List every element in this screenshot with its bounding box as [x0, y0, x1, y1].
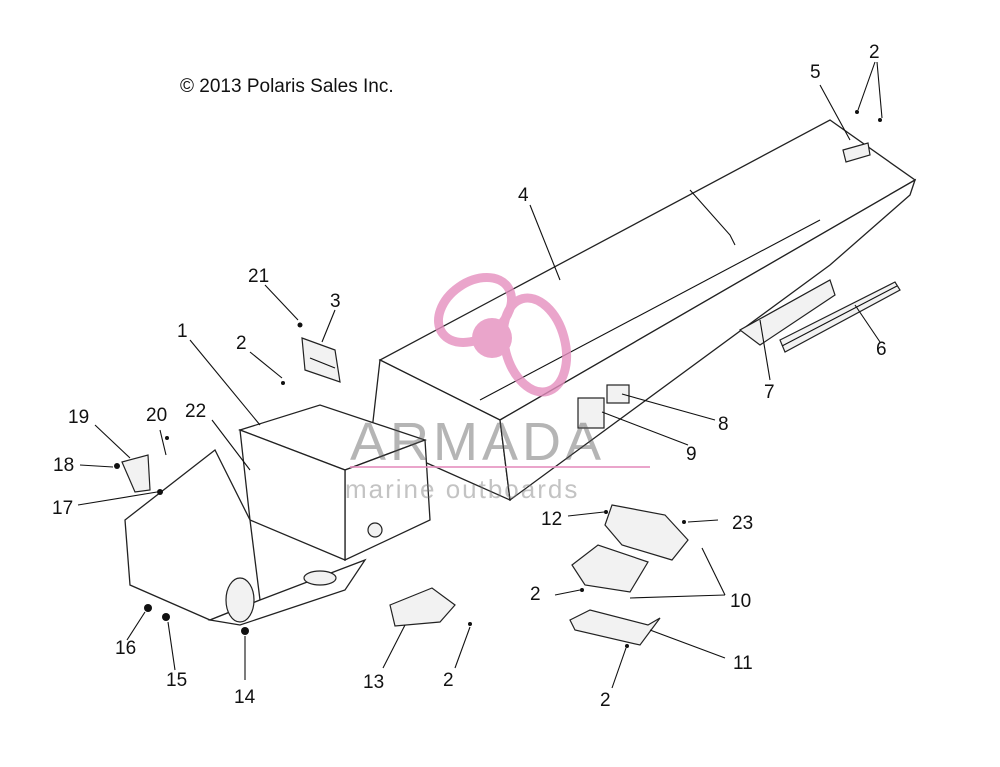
callout-16: 16 [115, 638, 136, 659]
watermark-brand: ARMADA [350, 412, 605, 472]
watermark-tagline: marine outboards [345, 474, 579, 504]
fasteners [114, 110, 882, 648]
callout-15: 15 [166, 670, 187, 691]
heat-shield-part [571, 504, 689, 593]
callout-19: 19 [68, 407, 89, 428]
bulkhead-part [124, 404, 431, 626]
callout-2: 2 [530, 584, 541, 605]
callout-23: 23 [732, 513, 753, 534]
callout-4: 4 [518, 185, 529, 206]
callout-12: 12 [541, 509, 562, 530]
callout-13: 13 [363, 672, 384, 693]
rear-brace-part [738, 279, 836, 346]
propeller-logo-icon [434, 273, 572, 397]
callout-20: 20 [146, 405, 167, 426]
callout-21: 21 [248, 266, 269, 287]
leader-lines [77, 61, 883, 689]
callout-2: 2 [443, 670, 454, 691]
lower-bracket-part [569, 609, 661, 646]
callout-3: 3 [330, 291, 341, 312]
copyright-text: © 2013 Polaris Sales Inc. [180, 76, 394, 97]
plate-8-part [606, 384, 630, 404]
callout-5: 5 [810, 62, 821, 83]
deflector-plate-part [389, 587, 456, 627]
upper-bracket-part [301, 337, 341, 383]
callout-10: 10 [730, 591, 751, 612]
callout-18: 18 [53, 455, 74, 476]
side-bracket-part [121, 454, 151, 493]
callout-2: 2 [600, 690, 611, 711]
callout-9: 9 [686, 444, 697, 465]
callout-7: 7 [764, 382, 775, 403]
callout-14: 14 [234, 687, 256, 708]
plate-9-part [577, 397, 605, 429]
callout-2: 2 [236, 333, 247, 354]
callout-labels: 1 2 2 2 2 2 3 4 5 6 7 8 9 10 11 12 13 14… [52, 42, 887, 711]
callout-8: 8 [718, 414, 729, 435]
watermark: ARMADA marine outboards [345, 273, 650, 504]
callout-17: 17 [52, 498, 73, 519]
callout-2: 2 [869, 42, 880, 63]
callout-6: 6 [876, 339, 887, 360]
rear-bracket-part [842, 142, 871, 163]
callout-22: 22 [185, 401, 206, 422]
callout-1: 1 [177, 321, 188, 342]
callout-11: 11 [733, 653, 753, 674]
rail-part [779, 281, 901, 353]
